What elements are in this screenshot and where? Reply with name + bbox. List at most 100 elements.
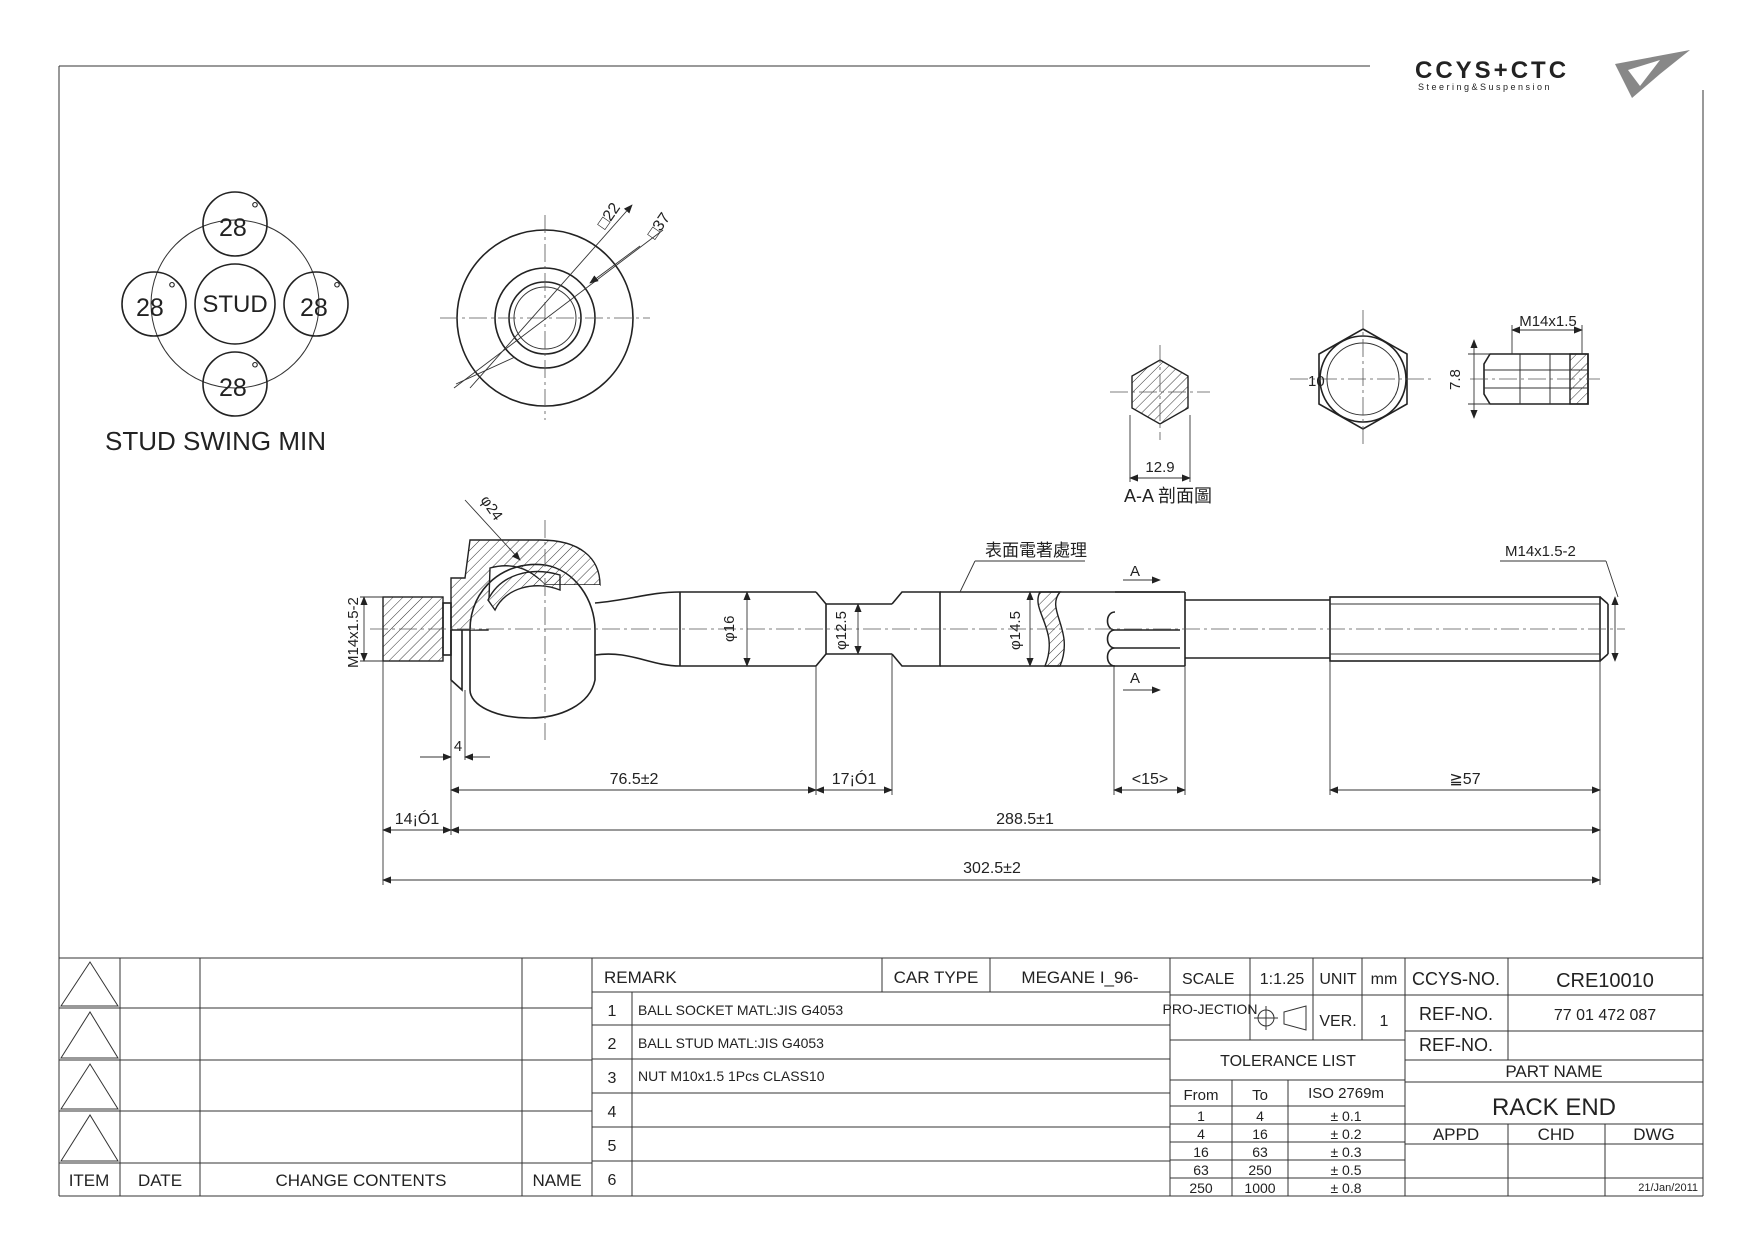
unit-value: mm xyxy=(1371,971,1398,988)
dim-dia12-5: φ12.5 xyxy=(833,611,850,650)
swing-deg-top: ° xyxy=(251,199,259,221)
nut-side-view: M14x1.5 7.8 xyxy=(1447,313,1600,419)
scale-label: SCALE xyxy=(1182,971,1234,988)
sheet-border xyxy=(58,65,1704,1197)
tol-to-1: 4 xyxy=(1256,1108,1264,1124)
title-block-lines xyxy=(59,957,1703,1196)
nut-thickness: 7.8 xyxy=(1447,369,1464,390)
remark-no-1: 1 xyxy=(608,1003,617,1020)
scale-value: 1:1.25 xyxy=(1260,971,1305,988)
swing-angle-right: 28 xyxy=(300,294,328,322)
dim-76-5: 76.5±2 xyxy=(610,771,659,788)
dim-15: <15> xyxy=(1132,771,1168,788)
swing-deg-left: ° xyxy=(168,279,176,301)
tol-val-1: ± 0.1 xyxy=(1330,1108,1361,1124)
remark-no-6: 6 xyxy=(608,1172,617,1189)
rev-header-change: CHANGE CONTENTS xyxy=(276,1171,447,1190)
surface-note: 表面電著處理 xyxy=(985,541,1087,560)
tol-to-2: 16 xyxy=(1252,1126,1268,1142)
chd-label: CHD xyxy=(1538,1125,1575,1144)
dwg-label: DWG xyxy=(1633,1125,1675,1144)
socket-sq37: □37 xyxy=(644,210,674,242)
socket-end-view: □22 □37 xyxy=(440,200,674,420)
remark-text-1: BALL SOCKET MATL:JIS G4053 xyxy=(638,1002,843,1018)
dim-dia24: φ24 xyxy=(477,493,506,524)
remark-no-3: 3 xyxy=(608,1070,617,1087)
swing-deg-right: ° xyxy=(333,279,341,301)
section-aa-view: 12.9 A-A 剖面圖 xyxy=(1110,345,1212,506)
swing-caption: STUD SWING MIN xyxy=(105,426,326,456)
remark-no-2: 2 xyxy=(608,1036,617,1053)
tol-header-from: From xyxy=(1184,1087,1219,1104)
swing-angle-left: 28 xyxy=(136,294,164,322)
dim-302-5: 302.5±2 xyxy=(963,860,1021,877)
projection-label: PRO-JECTION xyxy=(1163,1001,1258,1017)
tol-val-5: ± 0.8 xyxy=(1330,1180,1361,1196)
tol-val-3: ± 0.3 xyxy=(1330,1144,1361,1160)
dim-4: 4 xyxy=(454,738,462,755)
ref-no-label: REF-NO. xyxy=(1419,1004,1493,1024)
dim-17: 17¡Ó1 xyxy=(832,769,877,788)
tolerance-title: TOLERANCE LIST xyxy=(1220,1053,1356,1070)
revision-headers: ITEM DATE CHANGE CONTENTS NAME xyxy=(69,1171,582,1190)
tol-from-5: 250 xyxy=(1189,1180,1213,1196)
drawing-date: 21/Jan/2011 xyxy=(1638,1182,1698,1194)
part-name-label: PART NAME xyxy=(1505,1062,1602,1081)
tol-from-3: 16 xyxy=(1193,1144,1209,1160)
ref-no2-label: REF-NO. xyxy=(1419,1035,1493,1055)
stud-swing-diagram: STUD 28 ° 28 ° 28 ° 28 ° STUD SWING MIN xyxy=(105,191,349,456)
swing-angle-top: 28 xyxy=(219,214,247,242)
remark-no-5: 5 xyxy=(608,1138,617,1155)
appd-label: APPD xyxy=(1433,1125,1479,1144)
remark-no-4: 4 xyxy=(608,1104,617,1121)
rack-end-main-view xyxy=(370,520,1625,740)
dim-thread-left: M14x1.5-2 xyxy=(345,597,362,668)
brand-name: CCYS+CTC xyxy=(1415,57,1569,84)
section-dim: 12.9 xyxy=(1145,459,1174,476)
ccys-no-label: CCYS-NO. xyxy=(1412,969,1500,989)
swing-center-label: STUD xyxy=(202,291,267,318)
projection-symbol-icon xyxy=(1254,1005,1307,1031)
remark-header: REMARK xyxy=(604,968,677,987)
tol-val-2: ± 0.2 xyxy=(1330,1126,1361,1142)
dim-57: ≧57 xyxy=(1449,771,1480,788)
ccys-no-value: CRE10010 xyxy=(1556,970,1654,992)
rev-header-date: DATE xyxy=(138,1171,182,1190)
brand-wing-icon xyxy=(1615,50,1690,98)
section-caption: A-A 剖面圖 xyxy=(1124,486,1212,506)
swing-angle-bottom: 28 xyxy=(219,374,247,402)
tol-header-to: To xyxy=(1252,1087,1268,1104)
remarks-block: REMARK CAR TYPE MEGANE I_96- 1 BALL SOCK… xyxy=(592,958,1171,1196)
tol-val-4: ± 0.5 xyxy=(1330,1162,1361,1178)
car-type-value: MEGANE I_96- xyxy=(1021,968,1138,987)
swing-deg-bottom: ° xyxy=(251,359,259,381)
tol-header-iso: ISO 2769m xyxy=(1308,1085,1384,1102)
rev-header-name: NAME xyxy=(532,1171,581,1190)
socket-sq22: □22 xyxy=(594,200,624,232)
brand-logo: CCYS+CTC Steering&Suspension xyxy=(1415,50,1690,98)
dim-288-5: 288.5±1 xyxy=(996,811,1054,828)
remark-text-2: BALL STUD MATL:JIS G4053 xyxy=(638,1035,824,1051)
tol-from-2: 4 xyxy=(1197,1126,1205,1142)
dim-14: 14¡Ó1 xyxy=(395,809,440,828)
tol-to-4: 250 xyxy=(1248,1162,1272,1178)
tol-to-3: 63 xyxy=(1252,1144,1268,1160)
remark-text-3: NUT M10x1.5 1Pcs CLASS10 xyxy=(638,1068,825,1084)
scale-tolerance-block: SCALE 1:1.25 UNIT mm PRO-JECTION VER. 1 … xyxy=(1163,958,1406,1196)
nut-across-dim: 10 xyxy=(1308,373,1325,390)
ref-no-value: 77 01 472 087 xyxy=(1554,1007,1656,1024)
rev-header-item: ITEM xyxy=(69,1171,110,1190)
nut-thread: M14x1.5 xyxy=(1519,313,1577,330)
nut-front-view: 10 xyxy=(1290,310,1435,448)
dim-dia14-5: φ14.5 xyxy=(1007,611,1024,650)
section-mark-top: A xyxy=(1130,563,1140,580)
part-name-value: RACK END xyxy=(1492,1094,1616,1121)
tol-from-1: 1 xyxy=(1197,1108,1205,1124)
tol-from-4: 63 xyxy=(1193,1162,1209,1178)
dim-thread-right: M14x1.5-2 xyxy=(1505,543,1576,560)
tol-to-5: 1000 xyxy=(1244,1180,1275,1196)
car-type-label: CAR TYPE xyxy=(894,968,979,987)
section-mark-bottom: A xyxy=(1130,670,1140,687)
unit-label: UNIT xyxy=(1319,971,1357,988)
